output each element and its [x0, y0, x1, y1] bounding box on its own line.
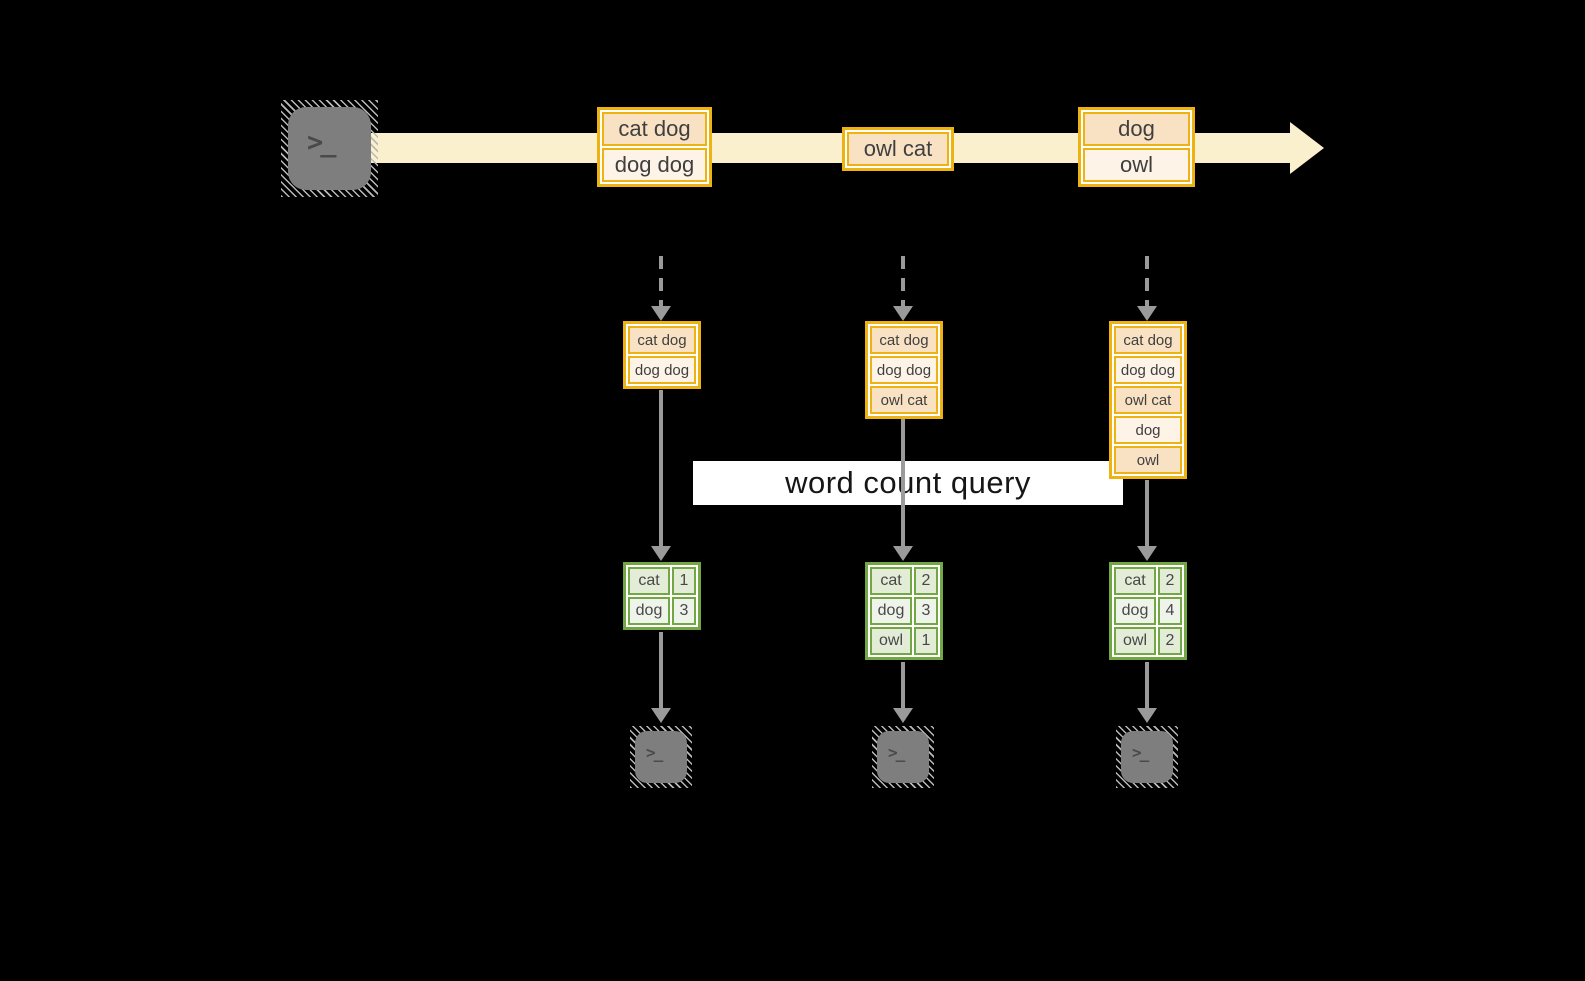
sink-arrow-head-1-icon	[651, 708, 671, 723]
terminal-prompt-glyph: >_	[646, 743, 663, 762]
count-2-value-2: 3	[914, 597, 938, 625]
query-arrow-line-3	[1145, 480, 1149, 546]
terminal-screen: >_	[877, 731, 929, 783]
batch-box-1: cat dog dog dog	[623, 321, 701, 389]
batch-3-row-2: dog dog	[1114, 356, 1182, 384]
terminal-screen: >_	[1121, 731, 1173, 783]
count-3-value-3: 2	[1158, 627, 1182, 655]
batch-2-row-2: dog dog	[870, 356, 938, 384]
stream-event-1-line-2: dog dog	[602, 148, 707, 182]
sink-arrow-line-2	[901, 662, 905, 708]
dashed-arrow-line-3	[1145, 256, 1149, 306]
terminal-prompt-glyph: >_	[1132, 743, 1149, 762]
dashed-arrow-head-3-icon	[1137, 306, 1157, 321]
terminal-prompt-glyph: >_	[307, 127, 336, 158]
stream-event-3-line-1: dog	[1083, 112, 1190, 146]
stream-timeline-arrowhead-icon	[1290, 122, 1324, 174]
count-3-word-1: cat	[1114, 567, 1156, 595]
dashed-arrow-line-2	[901, 256, 905, 306]
count-3-value-1: 2	[1158, 567, 1182, 595]
count-3-value-2: 4	[1158, 597, 1182, 625]
dashed-arrow-head-2-icon	[893, 306, 913, 321]
source-terminal-icon: >_	[281, 100, 378, 197]
sink-terminal-2-icon: >_	[872, 726, 934, 788]
dashed-arrow-head-1-icon	[651, 306, 671, 321]
query-arrow-line-1	[659, 390, 663, 546]
query-label-band: word count query	[693, 461, 1123, 505]
batch-box-2: cat dog dog dog owl cat	[865, 321, 943, 419]
query-arrow-head-2-icon	[893, 546, 913, 561]
dashed-arrow-line-1	[659, 256, 663, 306]
batch-box-3: cat dog dog dog owl cat dog owl	[1109, 321, 1187, 479]
count-2-word-1: cat	[870, 567, 912, 595]
sink-terminal-1-icon: >_	[630, 726, 692, 788]
query-arrow-line-2	[901, 418, 905, 546]
count-table-3: cat 2 dog 4 owl 2	[1109, 562, 1187, 660]
stream-event-1: cat dog dog dog	[597, 107, 712, 187]
stream-event-2-line-1: owl cat	[847, 132, 949, 166]
sink-arrow-head-2-icon	[893, 708, 913, 723]
stream-event-3-line-2: owl	[1083, 148, 1190, 182]
batch-3-row-5: owl	[1114, 446, 1182, 474]
count-3-word-3: owl	[1114, 627, 1156, 655]
query-arrow-head-3-icon	[1137, 546, 1157, 561]
count-3-word-2: dog	[1114, 597, 1156, 625]
count-1-word-2: dog	[628, 597, 670, 625]
terminal-screen: >_	[635, 731, 687, 783]
stream-event-2: owl cat	[842, 127, 954, 171]
terminal-prompt-glyph: >_	[888, 743, 905, 762]
batch-2-row-3: owl cat	[870, 386, 938, 414]
sink-arrow-line-1	[659, 632, 663, 708]
stream-event-3: dog owl	[1078, 107, 1195, 187]
count-1-value-2: 3	[672, 597, 696, 625]
count-2-word-3: owl	[870, 627, 912, 655]
batch-2-row-1: cat dog	[870, 326, 938, 354]
count-1-value-1: 1	[672, 567, 696, 595]
sink-arrow-line-3	[1145, 662, 1149, 708]
count-2-word-2: dog	[870, 597, 912, 625]
sink-terminal-3-icon: >_	[1116, 726, 1178, 788]
count-2-value-3: 1	[914, 627, 938, 655]
batch-3-row-1: cat dog	[1114, 326, 1182, 354]
count-2-value-1: 2	[914, 567, 938, 595]
count-table-1: cat 1 dog 3	[623, 562, 701, 630]
query-label: word count query	[785, 465, 1031, 500]
count-1-word-1: cat	[628, 567, 670, 595]
batch-3-row-3: owl cat	[1114, 386, 1182, 414]
batch-1-row-1: cat dog	[628, 326, 696, 354]
batch-3-row-4: dog	[1114, 416, 1182, 444]
sink-arrow-head-3-icon	[1137, 708, 1157, 723]
query-arrow-head-1-icon	[651, 546, 671, 561]
terminal-screen: >_	[288, 107, 371, 190]
batch-1-row-2: dog dog	[628, 356, 696, 384]
stream-event-1-line-1: cat dog	[602, 112, 707, 146]
count-table-2: cat 2 dog 3 owl 1	[865, 562, 943, 660]
